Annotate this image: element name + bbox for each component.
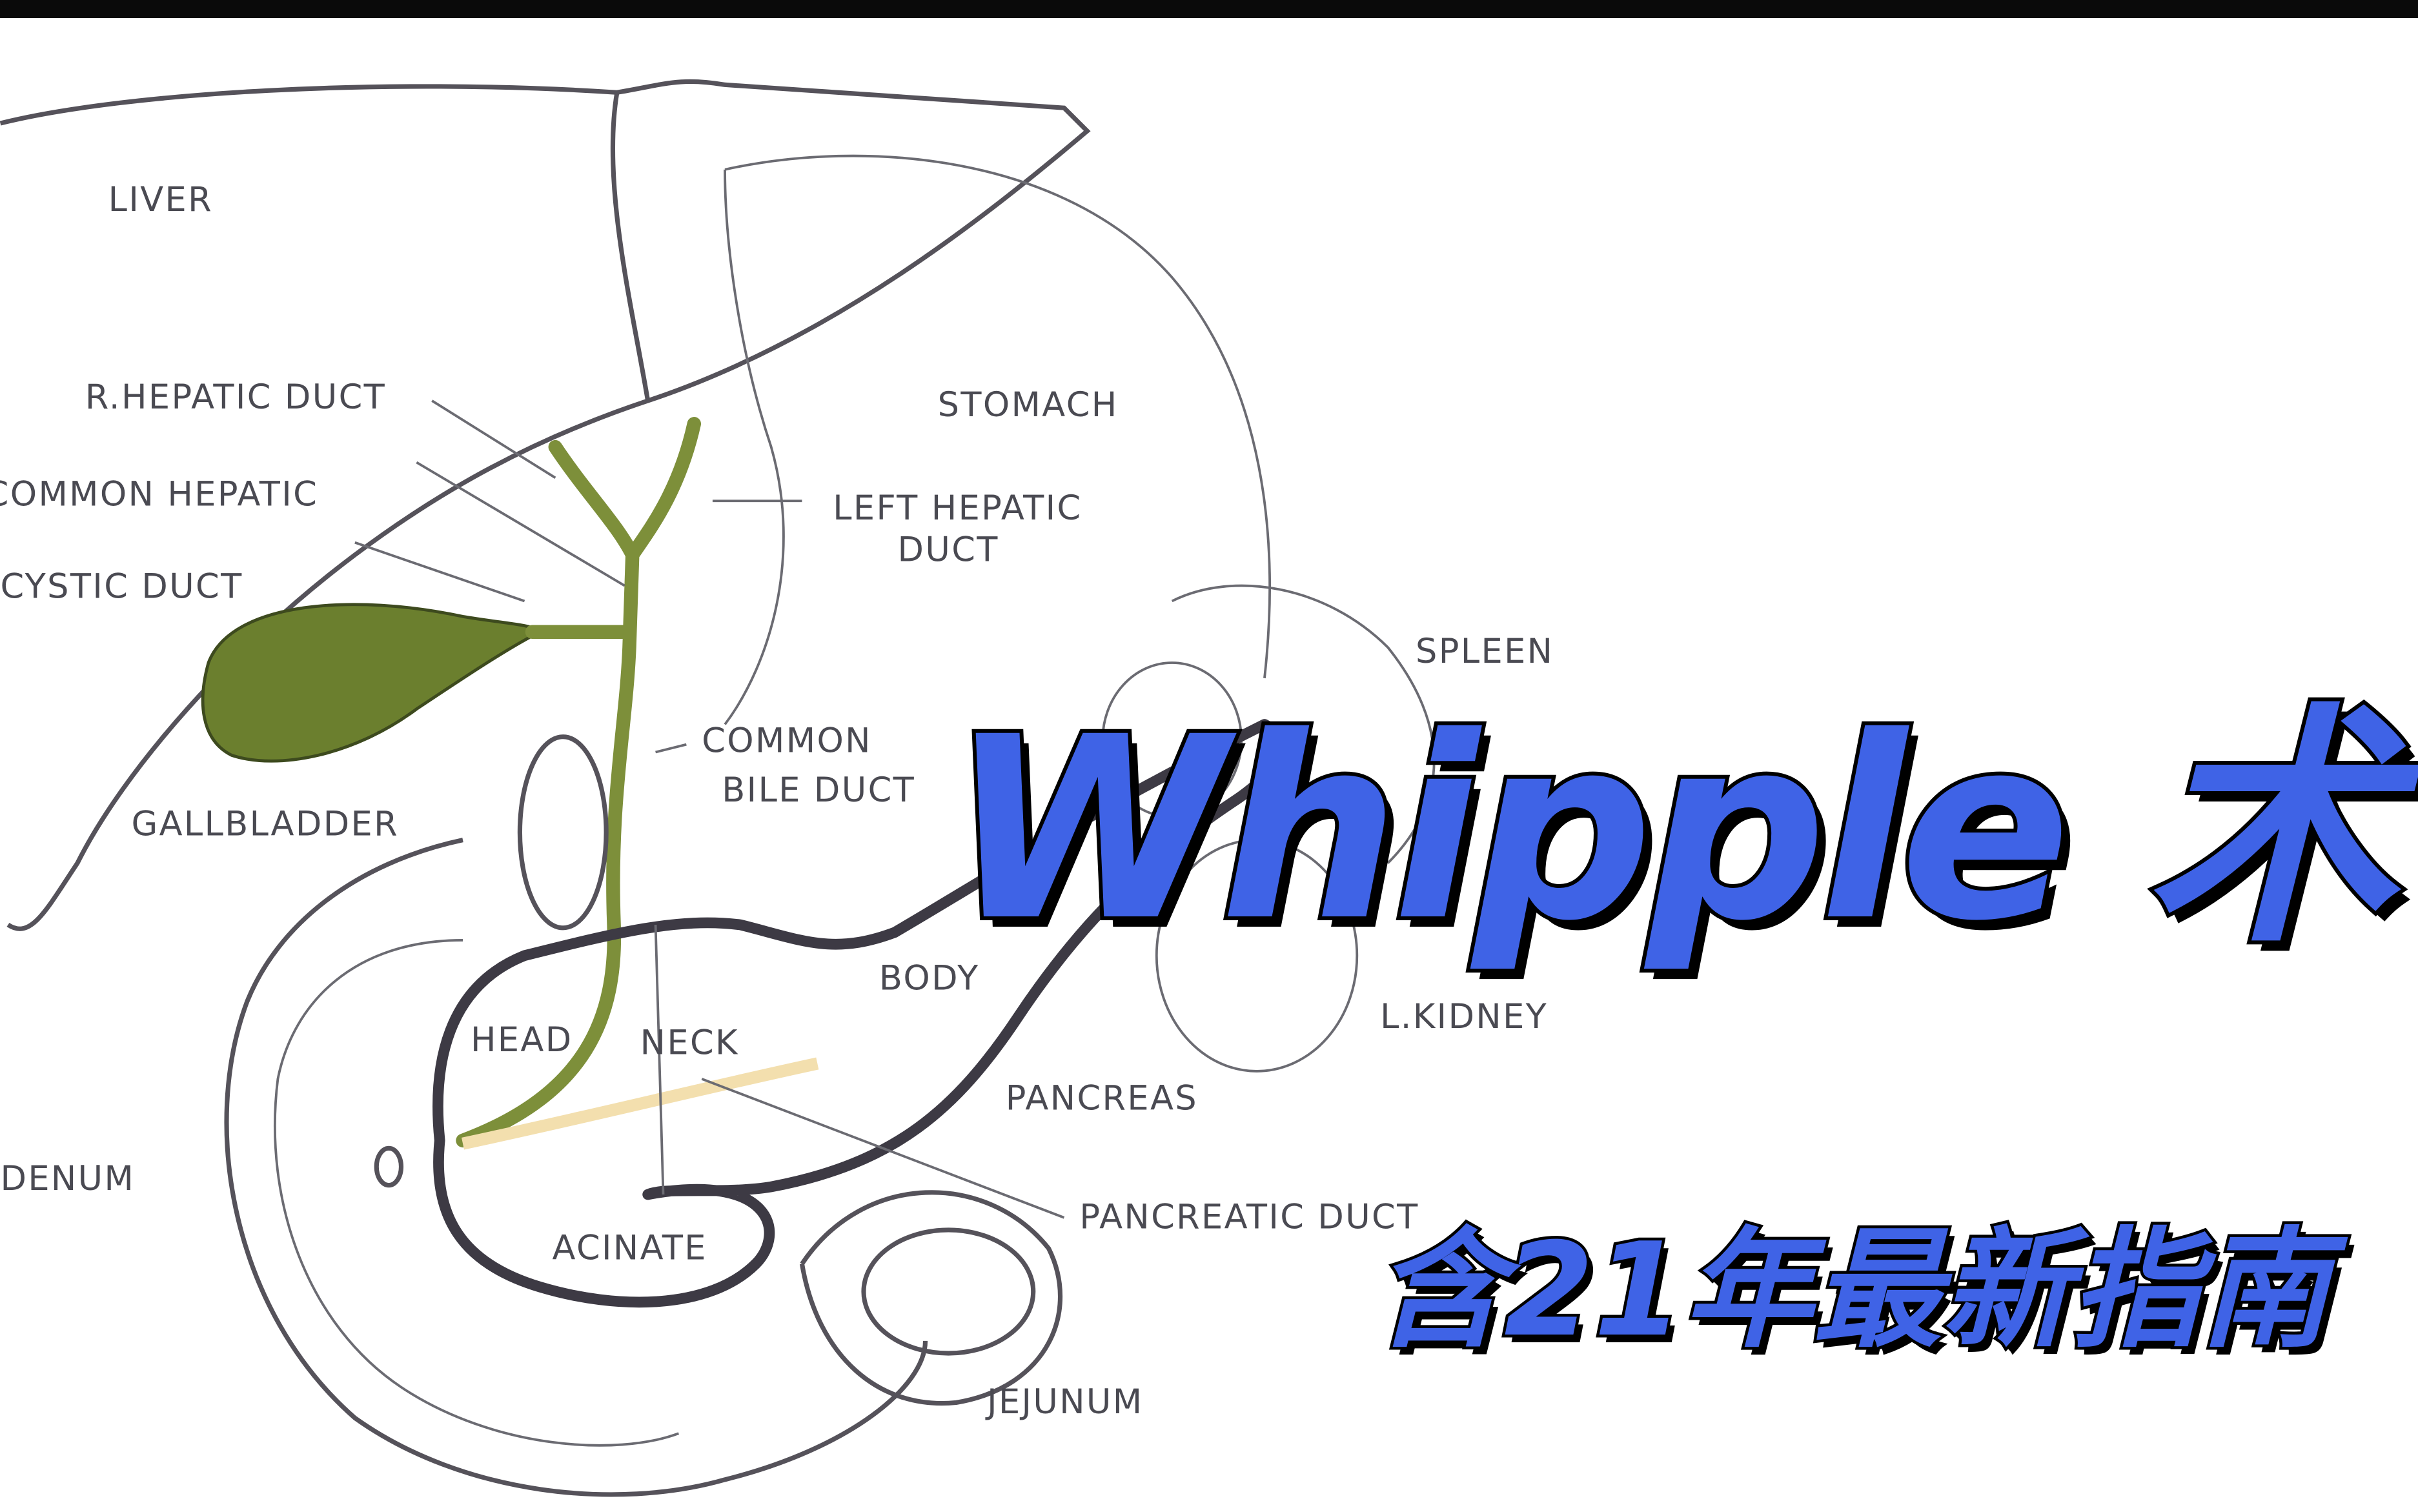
label-neck: NECK bbox=[640, 1023, 739, 1063]
leader-lines bbox=[354, 399, 1065, 1219]
pancreas-outline bbox=[432, 719, 1286, 1308]
label-jejunum: JEJUNUM bbox=[985, 1382, 1143, 1422]
gallbladder bbox=[201, 603, 543, 763]
pancreatic-duct bbox=[462, 1057, 819, 1150]
title: Whipple 术 bbox=[945, 683, 2401, 976]
spleen-outline bbox=[1171, 584, 1436, 864]
label-common: COMMON bbox=[702, 721, 872, 761]
label-left-hepatic: LEFT HEPATIC bbox=[833, 489, 1082, 528]
bile-duct bbox=[456, 417, 702, 1148]
ivc bbox=[517, 734, 609, 931]
top-black-bar bbox=[0, 0, 2418, 18]
label-bile-duct: BILE DUCT bbox=[722, 771, 915, 810]
jejunum-lumen bbox=[861, 1227, 1036, 1356]
label-gallbladder: GALLBLADDER bbox=[132, 805, 399, 844]
label-pancreas: PANCREAS bbox=[1006, 1079, 1198, 1118]
label-body: BODY bbox=[879, 958, 980, 998]
ampulla bbox=[374, 1145, 404, 1188]
jejunum-outline bbox=[799, 1190, 1063, 1406]
label-liver: LIVER bbox=[108, 180, 213, 219]
label-spleen: SPLEEN bbox=[1416, 632, 1554, 671]
label-common-hepatic: COMMON HEPATIC bbox=[0, 474, 318, 514]
duodenum-inner bbox=[273, 939, 680, 1447]
kidney-outline bbox=[1155, 838, 1359, 1073]
label-acinate: ACINATE bbox=[553, 1228, 707, 1267]
liver-left-lobe bbox=[610, 92, 651, 401]
duodenum-outline bbox=[224, 838, 928, 1497]
subtitle: 含21年最新指南 bbox=[1372, 1215, 2332, 1366]
label-cystic-duct: CYSTIC DUCT bbox=[1, 567, 243, 607]
label-r-hepatic-duct: R.HEPATIC DUCT bbox=[85, 378, 386, 417]
label-duodenum: DENUM bbox=[1, 1159, 136, 1198]
label-pancreatic-duct: PANCREATIC DUCT bbox=[1079, 1198, 1419, 1237]
label-l-kidney: L.KIDNEY bbox=[1380, 997, 1548, 1036]
label-left-hepatic-duct: DUCT bbox=[898, 530, 999, 569]
label-stomach: STOMACH bbox=[938, 385, 1119, 425]
stomach-outline bbox=[724, 154, 1271, 725]
liver-outline bbox=[0, 79, 1091, 931]
label-head: HEAD bbox=[471, 1020, 573, 1060]
